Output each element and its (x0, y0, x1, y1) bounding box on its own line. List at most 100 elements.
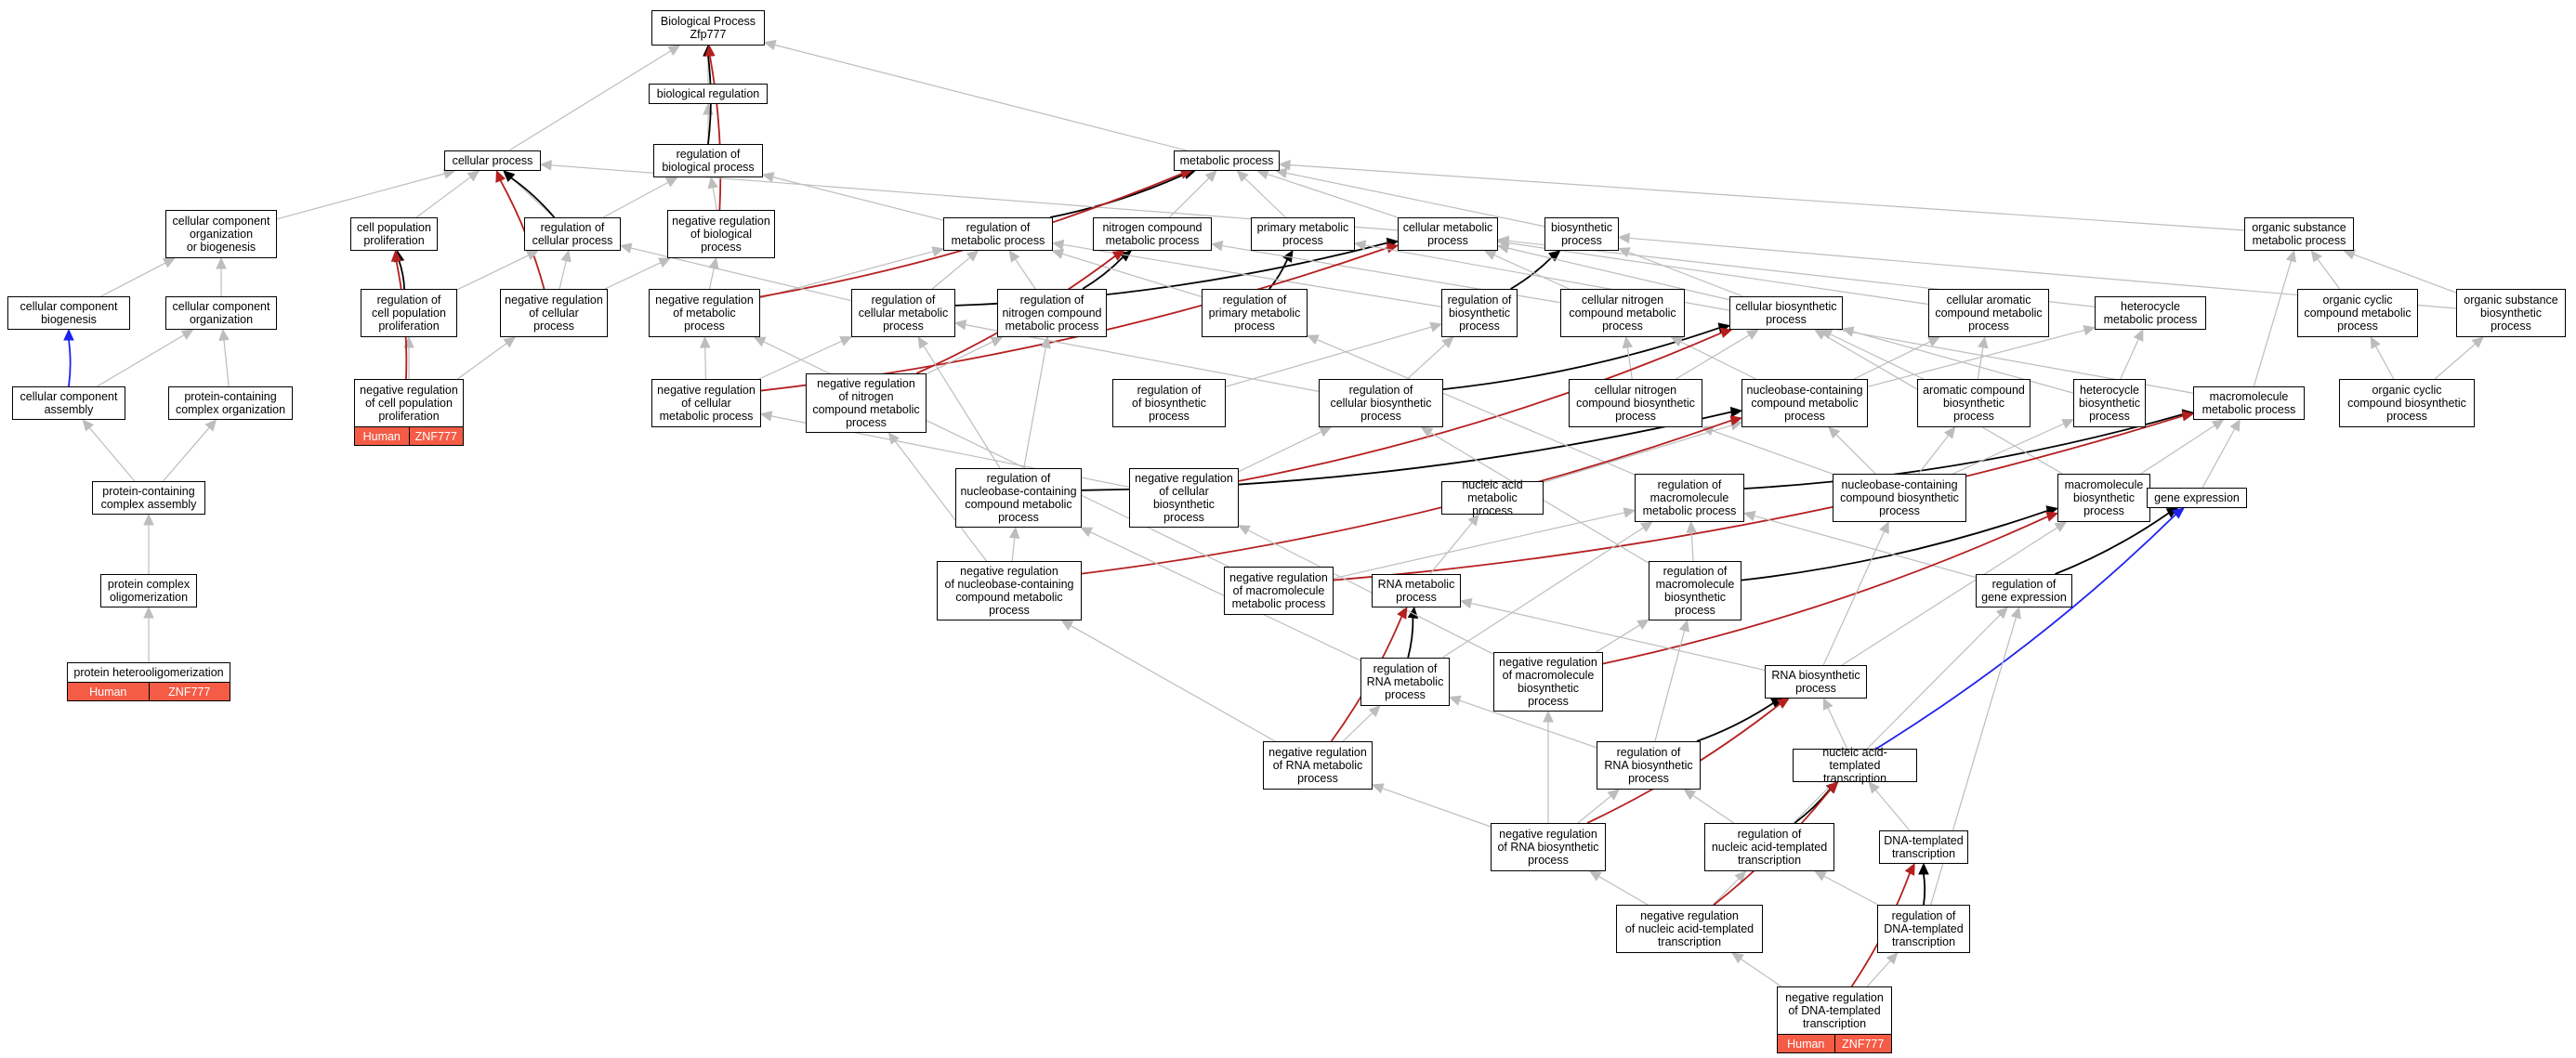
node-regulation-of-dna-templated-transcription[interactable]: regulation of DNA-templated transcriptio… (1877, 905, 1970, 953)
node-macromolecule-biosynthetic-process[interactable]: macromolecule biosynthetic process (2057, 474, 2150, 522)
node-cell-population-proliferation[interactable]: cell population proliferation (350, 217, 438, 251)
node-nucleobase-containing-compound-metabolic-process[interactable]: nucleobase-containing compound metabolic… (1741, 379, 1868, 427)
node-negative-regulation-of-cellular-process[interactable]: negative regulation of cellular process (500, 289, 608, 337)
node-regulation-of-biosynthetic-process[interactable]: regulation of biosynthetic process (1441, 289, 1518, 337)
node-gene-expression[interactable]: gene expression (2147, 488, 2247, 508)
edge-is-a (1008, 526, 1020, 562)
node-negative-regulation-of-cellular-biosynthetic-process[interactable]: negative regulation of cellular biosynth… (1129, 468, 1239, 528)
node-negative-regulation-of-nucleobase-containing-compound-metabolic-process[interactable]: negative regulation of nucleobase-contai… (937, 561, 1082, 620)
node-regulation-of-metabolic-process[interactable]: regulation of metabolic process (943, 217, 1053, 251)
edge-is-a (1060, 620, 1276, 742)
node-regulation-of-cellular-metabolic-process[interactable]: regulation of cellular metabolic process (851, 289, 955, 337)
node-protein-heterooligomerization[interactable]: protein heterooligomerization (67, 662, 230, 683)
node-organic-cyclic-compound-biosynthetic-process[interactable]: organic cyclic compound biosynthetic pro… (2339, 379, 2475, 427)
node-cellular-biosynthetic-process[interactable]: cellular biosynthetic process (1729, 296, 1843, 330)
node-regulation-of-of-biosynthetic-process[interactable]: regulation of of biosynthetic process (1112, 379, 1226, 427)
node-aromatic-compound-biosynthetic-process[interactable]: aromatic compound biosynthetic process (1917, 379, 2031, 427)
node-negative-regulation-of-nitrogen-compound-metabolic-process[interactable]: negative regulation of nitrogen compound… (806, 373, 927, 433)
node-regulation-of-macromolecule-metabolic-process[interactable]: regulation of macromolecule metabolic pr… (1635, 474, 1744, 522)
node-regulation-of-cell-population-proliferation[interactable]: regulation of cell population proliferat… (361, 289, 457, 337)
node-negative-regulation-of-rna-biosynthetic-process[interactable]: negative regulation of RNA biosynthetic … (1491, 823, 1606, 871)
edge-is-a (2343, 249, 2457, 294)
edge-is-a (1448, 695, 1597, 749)
node-cellular-aromatic-compound-metabolic-process[interactable]: cellular aromatic compound metabolic pro… (1928, 289, 2049, 337)
node-dna-templated-transcription[interactable]: DNA-templated transcription (1879, 830, 1968, 864)
edge-is-a (1168, 170, 1217, 218)
edge-is-a (887, 432, 988, 562)
node-regulation-of-gene-expression[interactable]: regulation of gene expression (1976, 574, 2072, 607)
node-negative-regulation-of-nucleic-acid-templated-transcription[interactable]: negative regulation of nucleic acid-temp… (1616, 905, 1763, 953)
node-rna-biosynthetic-process[interactable]: RNA biosynthetic process (1765, 665, 1867, 699)
node-negative-regulation-of-dna-templated-transcription[interactable]: negative regulation of DNA-templated tra… (1777, 986, 1892, 1035)
node-macromolecule-metabolic-process[interactable]: macromolecule metabolic process (2193, 386, 2305, 420)
node-heterocycle-biosynthetic-process[interactable]: heterocycle biosynthetic process (2073, 379, 2146, 427)
node-negative-regulation-of-biological-process[interactable]: negative regulation of biological proces… (667, 210, 775, 258)
node-protein-complex-oligomerization[interactable]: protein complex oligomerization (100, 574, 197, 607)
edge-is-a (1237, 525, 1494, 655)
node-regulation-of-macromolecule-biosynthetic-process[interactable]: regulation of macromolecule biosynthetic… (1649, 561, 1741, 620)
node-organic-substance-biosynthetic-process[interactable]: organic substance biosynthetic process (2456, 289, 2566, 337)
node-heterocycle-metabolic-process[interactable]: heterocycle metabolic process (2095, 296, 2206, 330)
node-primary-metabolic-process[interactable]: primary metabolic process (1251, 217, 1355, 251)
node-regulation-of-rna-metabolic-process[interactable]: regulation of RNA metabolic process (1360, 658, 1450, 706)
edge-is-a (1543, 710, 1554, 824)
node-regulation-of-rna-biosynthetic-process[interactable]: regulation of RNA biosynthetic process (1597, 741, 1701, 790)
edge-is-a (1952, 419, 2075, 475)
node-organic-cyclic-compound-metabolic-process[interactable]: organic cyclic compound metabolic proces… (2297, 289, 2418, 337)
node-nitrogen-compound-metabolic-process[interactable]: nitrogen compound metabolic process (1093, 217, 1212, 251)
edge-is-a (97, 329, 194, 387)
node-regulation-of-nucleic-acid-templated-transcription[interactable]: regulation of nucleic acid-templated tra… (1704, 823, 1834, 871)
edge-is-a (1622, 335, 1634, 380)
edge-is-a (456, 250, 539, 291)
node-cellular-nitrogen-compound-biosynthetic-process[interactable]: cellular nitrogen compound biosynthetic … (1569, 379, 1702, 427)
edge-is-a (1867, 324, 2096, 387)
edge-is-a (2310, 250, 2341, 290)
node-regulation-of-nucleobase-containing-compound-metabolic-process[interactable]: regulation of nucleobase-containing comp… (955, 468, 1082, 528)
node-nucleic-acid-metabolic-process[interactable]: nucleic acid metabolic process (1441, 478, 1544, 517)
node-metabolic-process[interactable]: metabolic process (1174, 150, 1280, 171)
node-negative-regulation-of-macromolecule-metabolic-process[interactable]: negative regulation of macromolecule met… (1224, 567, 1334, 615)
node-biological-regulation[interactable]: biological regulation (649, 84, 768, 104)
edge-is-a (2140, 419, 2225, 475)
node-negative-regulation-of-cell-population-proliferation[interactable]: negative regulation of cell population p… (354, 379, 464, 427)
node-biological-process-root[interactable]: Biological Process Zfp777 (651, 10, 765, 46)
node-cellular-component-assembly[interactable]: cellular component assembly (12, 386, 125, 420)
node-regulation-of-biological-process[interactable]: regulation of biological process (653, 144, 763, 177)
node-cellular-process[interactable]: cellular process (444, 150, 541, 171)
node-nucleic-acid-templated-transcription[interactable]: nucleic acid-templated transcription (1793, 746, 1917, 785)
edge-is-a (143, 606, 154, 663)
node-cellular-metabolic-process[interactable]: cellular metabolic process (1398, 217, 1498, 251)
annotation-row: Human ZNF777 (1777, 1035, 1892, 1053)
edge-is-a (602, 176, 678, 218)
annotation-row: Human ZNF777 (354, 427, 464, 446)
edge-negatively-regulates (1333, 411, 2195, 581)
node-regulation-of-cellular-process[interactable]: regulation of cellular process (524, 217, 621, 251)
node-regulation-of-cellular-biosynthetic-process[interactable]: regulation of cellular biosynthetic proc… (1319, 379, 1443, 427)
edge-is-a (508, 45, 681, 151)
edge-is-a (1459, 597, 1766, 672)
node-nucleobase-containing-compound-biosynthetic-process[interactable]: nucleobase-containing compound biosynthe… (1833, 474, 1966, 522)
node-negative-regulation-of-metabolic-process[interactable]: negative regulation of metabolic process (649, 289, 760, 337)
node-biosynthetic-process[interactable]: biosynthetic process (1544, 217, 1619, 251)
node-rna-metabolic-process[interactable]: RNA metabolic process (1372, 574, 1461, 607)
edge-is-a (1654, 619, 1690, 742)
node-cellular-component-organization-or-biogenesis[interactable]: cellular component organization or bioge… (165, 210, 277, 258)
node-cellular-component-organization[interactable]: cellular component organization (165, 296, 277, 330)
node-protein-containing-complex-organization[interactable]: protein-containing complex organization (168, 386, 293, 420)
node-negative-regulation-of-rna-metabolic-process[interactable]: negative regulation of RNA metabolic pro… (1263, 741, 1373, 790)
edge-is-a (1596, 619, 1650, 653)
node-protein-containing-complex-assembly[interactable]: protein-containing complex assembly (92, 481, 205, 515)
node-regulation-of-primary-metabolic-process[interactable]: regulation of primary metabolic process (1202, 289, 1308, 337)
edge-is-a (218, 328, 230, 387)
edge-is-a (1712, 870, 1747, 906)
annotation-row: Human ZNF777 (67, 683, 230, 701)
node-negative-regulation-of-cellular-metabolic-process[interactable]: negative regulation of cellular metaboli… (651, 379, 761, 427)
node-negative-regulation-of-macromolecule-biosynthetic-process[interactable]: negative regulation of macromolecule bio… (1493, 652, 1603, 712)
node-organic-substance-metabolic-process[interactable]: organic substance metabolic process (2244, 217, 2354, 251)
node-cellular-nitrogen-compound-metabolic-process[interactable]: cellular nitrogen compound metabolic pro… (1560, 289, 1685, 337)
edge-negatively-regulates (704, 44, 722, 211)
node-regulation-of-nitrogen-compound-metabolic-process[interactable]: regulation of nitrogen compound metaboli… (997, 289, 1107, 337)
node-cellular-component-biogenesis[interactable]: cellular component biogenesis (7, 296, 130, 330)
edge-is-a (1977, 335, 1989, 380)
